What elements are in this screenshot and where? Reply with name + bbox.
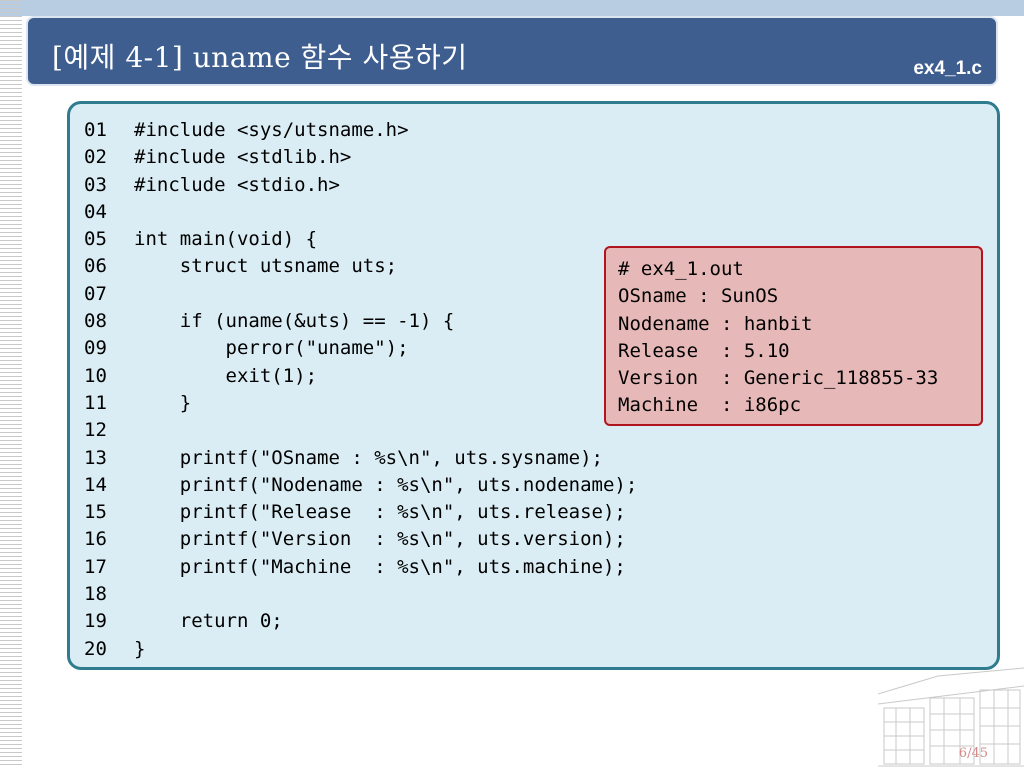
line-number: 06 [84, 255, 107, 278]
line-number: 11 [84, 391, 107, 414]
code-line: 16 printf("Version : %s\n", uts.version)… [84, 526, 637, 553]
output-line: Release : 5.10 [618, 339, 790, 362]
code-line: 12 [84, 417, 637, 444]
line-code: #include <sys/utsname.h> [134, 119, 409, 141]
title-bar: [예제 4-1] uname 함수 사용하기 ex4_1.c [26, 16, 998, 86]
code-line: 08 if (uname(&uts) == -1) { [84, 308, 637, 335]
line-number: 13 [84, 446, 107, 469]
slide-title: [예제 4-1] uname 함수 사용하기 [52, 41, 468, 74]
page-number: 6/45 [958, 746, 988, 761]
building-sketch-image [878, 667, 1024, 767]
line-number: 09 [84, 337, 107, 360]
left-decorative-lines [0, 0, 22, 768]
code-line: 17 printf("Machine : %s\n", uts.machine)… [84, 554, 637, 581]
line-number: 02 [84, 146, 107, 169]
code-line: 10 exit(1); [84, 363, 637, 390]
line-code: } [134, 391, 192, 414]
output-line: OSname : SunOS [618, 285, 779, 308]
code-line: 03 #include <stdio.h> [84, 172, 637, 199]
code-line: 07 [84, 281, 637, 308]
line-code: int main(void) { [134, 228, 318, 251]
line-number: 01 [84, 119, 107, 141]
code-line: 14 printf("Nodename : %s\n", uts.nodenam… [84, 472, 637, 499]
line-number: 14 [84, 473, 107, 496]
line-number: 15 [84, 501, 107, 524]
code-line: 06 struct utsname uts; [84, 253, 637, 280]
line-code: return 0; [134, 610, 283, 633]
output-line: # ex4_1.out [618, 258, 744, 280]
line-number: 10 [84, 364, 107, 387]
line-number: 12 [84, 419, 107, 442]
output-line: Nodename : hanbit [618, 312, 813, 335]
line-code: printf("Machine : %s\n", uts.machine); [134, 555, 626, 578]
line-number: 16 [84, 528, 107, 551]
code-line: 20} [84, 636, 637, 663]
line-code: if (uname(&uts) == -1) { [134, 310, 455, 333]
line-number: 03 [84, 173, 107, 196]
output-line: Machine : i86pc [618, 394, 802, 417]
line-code: printf("Nodename : %s\n", uts.nodename); [134, 473, 638, 496]
code-line: 04 [84, 199, 637, 226]
code-listing: 01 #include <sys/utsname.h> 02 #include <st… [84, 117, 637, 663]
line-code: struct utsname uts; [134, 255, 398, 278]
line-number: 05 [84, 228, 107, 251]
line-number: 19 [84, 610, 107, 633]
line-code: #include <stdio.h> [134, 173, 340, 196]
line-code: printf("Release : %s\n", uts.release); [134, 501, 626, 524]
line-number: 17 [84, 555, 107, 578]
code-line: 19 return 0; [84, 608, 637, 635]
line-number: 18 [84, 583, 107, 606]
line-number: 04 [84, 200, 107, 223]
code-line: 02 #include <stdlib.h> [84, 144, 637, 171]
code-line: 18 [84, 581, 637, 608]
top-strip [0, 0, 1024, 16]
code-line: 15 printf("Release : %s\n", uts.release)… [84, 499, 637, 526]
line-number: 08 [84, 310, 107, 333]
line-number: 20 [84, 637, 107, 660]
code-line: 01 #include <sys/utsname.h> [84, 117, 637, 144]
line-code: printf("Version : %s\n", uts.version); [134, 528, 626, 551]
line-code: printf("OSname : %s\n", uts.sysname); [134, 446, 603, 469]
line-code: exit(1); [134, 364, 318, 387]
line-code: } [134, 637, 146, 660]
code-line: 05 int main(void) { [84, 226, 637, 253]
file-label: ex4_1.c [913, 58, 982, 79]
line-number: 07 [84, 282, 107, 305]
line-code: #include <stdlib.h> [134, 146, 352, 169]
code-line: 09 perror("uname"); [84, 335, 637, 362]
code-line: 13 printf("OSname : %s\n", uts.sysname); [84, 445, 637, 472]
line-code: perror("uname"); [134, 337, 409, 360]
output-line: Version : Generic_118855-33 [618, 367, 939, 390]
code-line: 11 } [84, 390, 637, 417]
